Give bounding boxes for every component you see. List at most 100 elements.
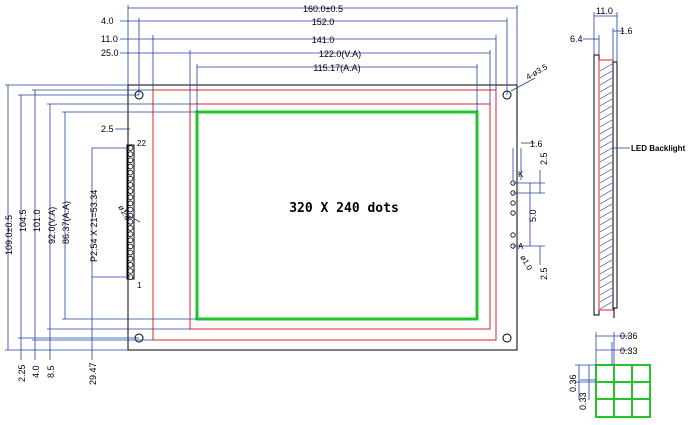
connector-pin <box>127 163 134 170</box>
connector-pin <box>127 194 134 201</box>
connector-pin <box>127 188 134 194</box>
front-view: 320 X 240 dots 4-ø3.5 22 1 2.5 ø1.0 <box>4 4 550 385</box>
hatch-line <box>599 182 613 191</box>
pcb-outline <box>127 84 518 351</box>
connector-pin <box>127 243 134 250</box>
hatch-line <box>599 210 613 219</box>
connector-pin-last: 1 <box>137 281 142 290</box>
connector-pin-first: 22 <box>137 139 146 148</box>
hatch-line <box>599 280 613 289</box>
hatch-line <box>599 70 613 79</box>
hatch-line <box>599 77 613 86</box>
hatch-line <box>599 161 613 170</box>
bottom-dimensions: 2.25 4.0 8.5 29.47 <box>17 362 98 385</box>
connector-pin <box>127 249 134 256</box>
pixel-detail: 0.36 0.33 0.36 0.33 <box>568 331 651 418</box>
dim-overall-height: 109.0±0.5 <box>4 215 14 255</box>
dim-aa-width: 115.17(A.A) <box>313 63 360 73</box>
hatch-line <box>599 140 613 149</box>
dim-1045: 104.5 <box>18 209 28 232</box>
viewing-area-outline <box>189 103 491 330</box>
hatch-line <box>599 203 613 212</box>
hatch-line <box>599 217 613 226</box>
pixel-grid-outline <box>595 364 651 418</box>
hatch-line <box>599 259 613 268</box>
hatch-line <box>599 189 613 198</box>
backlight-hatch <box>599 63 613 310</box>
hatch-line <box>599 133 613 142</box>
hatch-line <box>599 98 613 107</box>
hatch-line <box>599 294 613 303</box>
connector-pin <box>127 200 134 207</box>
hatch-line <box>599 147 613 156</box>
hatch-line <box>599 273 613 282</box>
hatch-line <box>599 287 613 296</box>
dim-off25: 25.0 <box>101 48 119 58</box>
hatch-line <box>599 175 613 184</box>
connector-pin <box>127 169 134 176</box>
holes-label: 4-ø3.5 <box>525 62 550 82</box>
connector-pin <box>127 151 134 157</box>
pixel-dot-v: 0.33 <box>578 392 588 410</box>
led-k-label: K <box>518 170 524 179</box>
led-a-label: A <box>518 242 524 251</box>
pixel-dot-h: 0.33 <box>620 346 638 356</box>
pixel-pitch-h: 0.36 <box>620 331 638 341</box>
led-pin-width: 1.6 <box>530 139 543 149</box>
hatch-line <box>599 154 613 163</box>
hatch-line <box>599 119 613 128</box>
hatch-line <box>599 112 613 121</box>
dim-b2947: 29.47 <box>88 362 98 385</box>
dim-pin-pitch: P2.54 X 21=53.34 <box>89 190 99 262</box>
dim-b85: 8.5 <box>46 365 56 378</box>
left-dimensions: 109.0±0.5 104.5 101.0 92.0(V.A) 86.37(A.… <box>4 84 197 360</box>
connector-pin <box>127 219 134 225</box>
hatch-line <box>599 63 613 72</box>
connector-top-offset: 2.5 <box>101 124 114 134</box>
dim-overall-width: 160.0±0.5 <box>303 4 343 14</box>
dim-va-height: 92.0(V.A) <box>47 207 57 244</box>
hatch-line <box>599 126 613 135</box>
led-gap-bottom: 2.5 <box>539 267 549 280</box>
dim-101: 101.0 <box>32 209 42 232</box>
hatch-line <box>599 84 613 93</box>
dim-va-width: 122.0(V.A) <box>319 49 361 59</box>
side-view: 11.0 6.4 1.6 LED Backlight <box>570 6 686 318</box>
connector-pin <box>127 225 134 231</box>
hatch-line <box>599 266 613 275</box>
connector-pin <box>127 262 134 268</box>
led-pin-spacing: 5.0 <box>528 209 538 222</box>
hatch-line <box>599 224 613 233</box>
active-area <box>195 110 479 321</box>
side-backlight <box>598 59 614 311</box>
hatch-line <box>599 168 613 177</box>
hatch-line <box>599 252 613 261</box>
led-pad-label: ø1.0 <box>518 254 534 273</box>
dim-aa-height: 86.37(A.A) <box>61 201 71 244</box>
side-d16: 1.6 <box>620 26 633 36</box>
side-thickness: 11.0 <box>596 6 613 16</box>
top-dimensions: 160.0±0.5 152.0 141.0 122.0(V.A) 115.17(… <box>101 4 518 112</box>
connector-pin <box>127 268 134 274</box>
side-glass <box>612 61 618 309</box>
hatch-line <box>599 301 613 310</box>
dim-b225: 2.25 <box>17 364 27 382</box>
hatch-line <box>599 91 613 100</box>
hatch-line <box>599 196 613 205</box>
connector <box>126 144 135 280</box>
dim-152: 152.0 <box>312 17 335 27</box>
mounting-hole-br <box>502 333 512 343</box>
dim-b40: 4.0 <box>31 365 41 378</box>
hatch-line <box>599 105 613 114</box>
connector-pin <box>127 206 134 213</box>
connector-pin <box>127 255 134 262</box>
connector-pin <box>127 182 134 188</box>
glass-outline <box>152 89 497 341</box>
hatch-line <box>599 238 613 247</box>
side-pcb <box>593 54 600 316</box>
side-backlight-label: LED Backlight <box>631 144 686 153</box>
connector-pin <box>127 237 134 244</box>
led-gap-top: 2.5 <box>539 152 549 165</box>
pixel-pitch-v: 0.36 <box>568 374 578 392</box>
